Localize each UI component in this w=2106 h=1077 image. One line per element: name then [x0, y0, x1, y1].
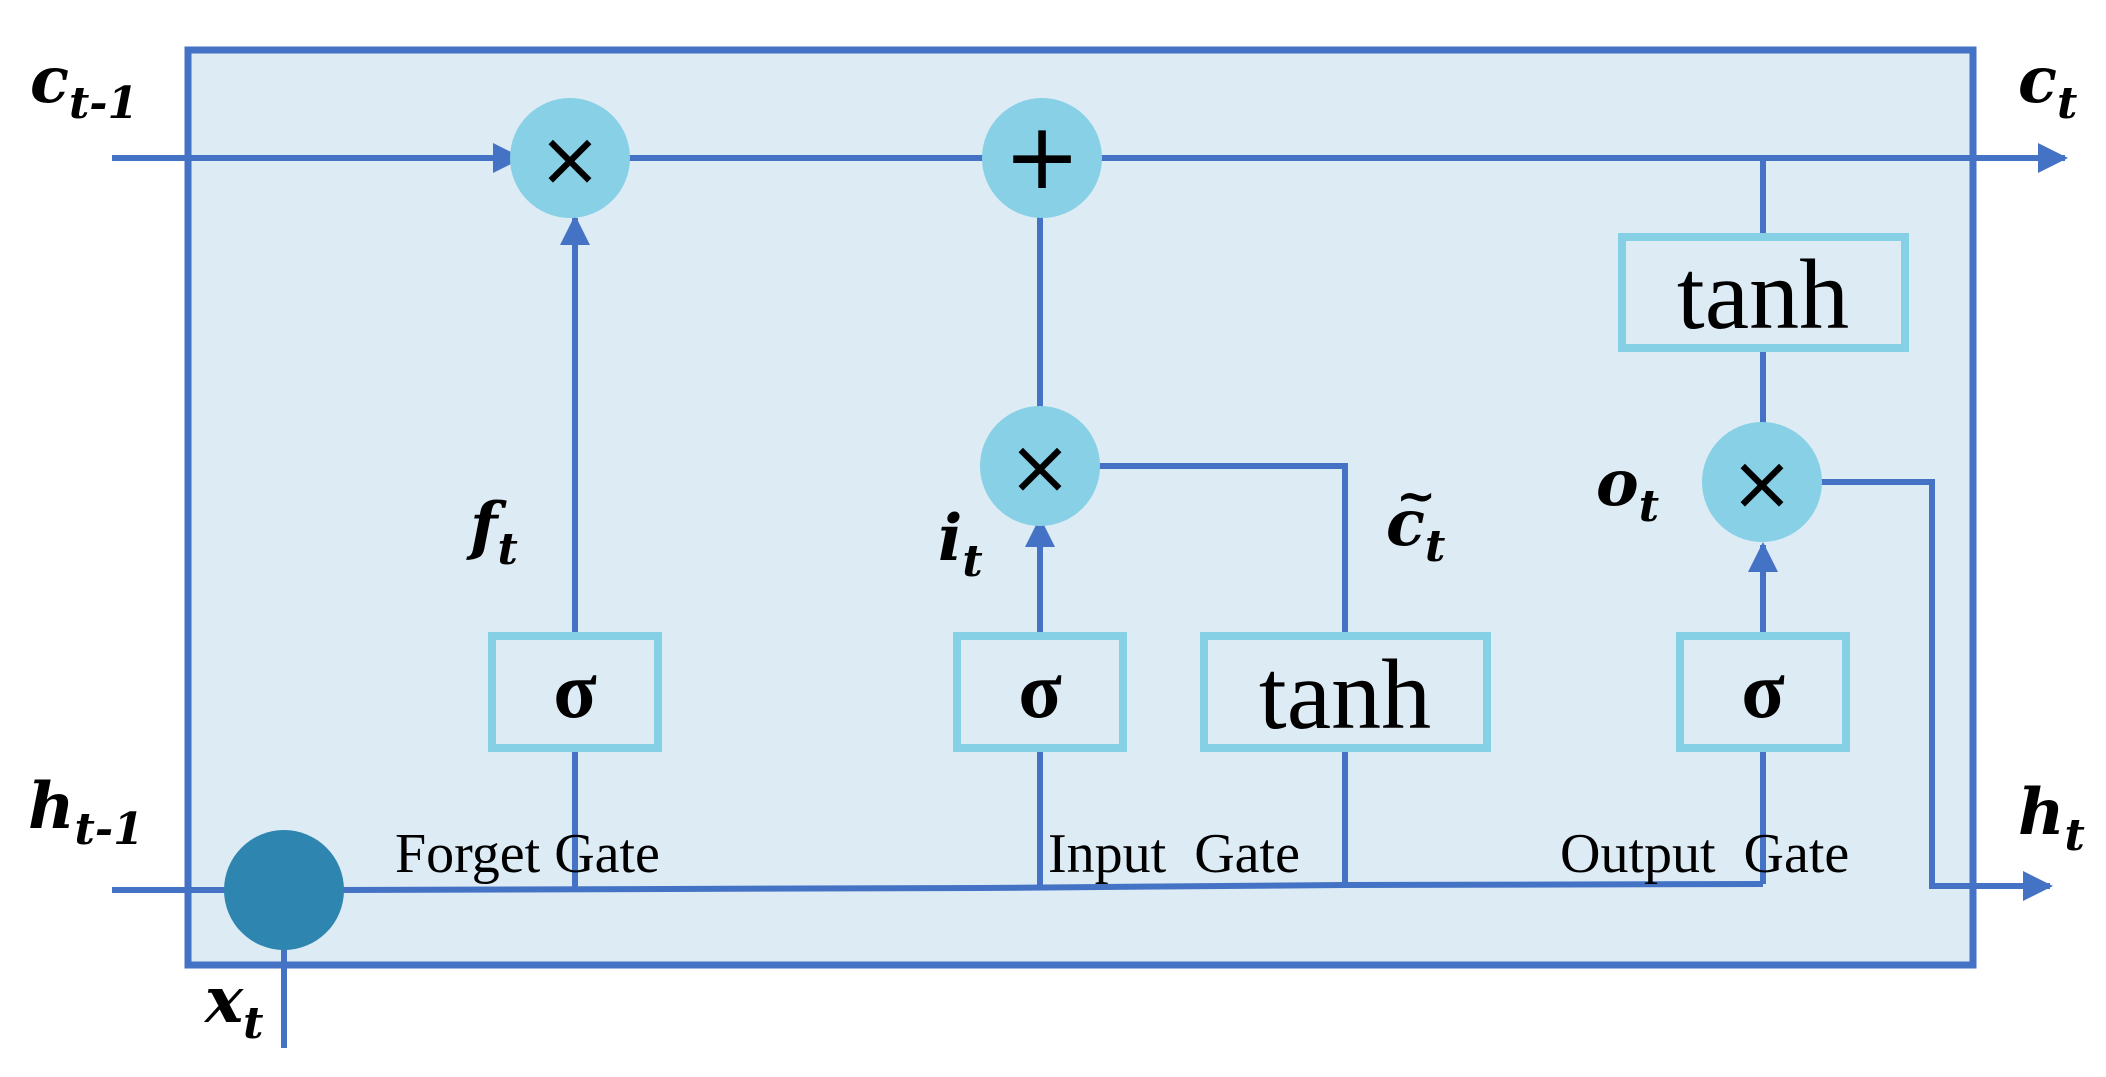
cell-tanh-box: [1618, 233, 1909, 352]
c-tilde-mark: ~: [1396, 468, 1436, 524]
gate-bus-line: [337, 881, 1764, 893]
output-multiply-node: [1702, 422, 1822, 542]
candidate-tanh-label: tanh: [1259, 639, 1431, 750]
forget-sigma-label: σ: [553, 647, 597, 735]
candidate-line: [1098, 463, 1348, 636]
c-prev-label: ct-1: [30, 43, 138, 129]
hidden-out-line: [1820, 479, 2053, 901]
f-gate-label: ft: [466, 489, 518, 575]
forget-gate-name: Forget Gate: [395, 823, 660, 885]
c-next-label: ct: [2018, 43, 2077, 129]
h-prev-label: ht-1: [28, 769, 144, 855]
i-gate-label: it: [938, 501, 983, 587]
o-gate-label: ot: [1596, 446, 1659, 532]
cell-tanh-label: tanh: [1677, 239, 1849, 350]
input-gate-name: Input Gate: [1048, 823, 1300, 885]
h-next-label: ht: [2018, 775, 2085, 861]
forget-sigma-box: [488, 632, 662, 752]
c-tilde-label: ct: [1386, 486, 1445, 572]
input-sigma-box: [953, 632, 1127, 752]
input-multiply-symbol: ×: [1008, 422, 1072, 511]
candidate-tanh-box: [1200, 632, 1491, 752]
output-gate-name: Output Gate: [1560, 823, 1849, 885]
output-sigma-label: σ: [1741, 647, 1785, 735]
input-multiply-node: [980, 406, 1100, 526]
forget-multiply-node: [510, 98, 630, 218]
output-multiply-symbol: ×: [1730, 438, 1794, 527]
output-sigma-box: [1676, 632, 1850, 752]
forget-multiply-symbol: ×: [538, 114, 602, 203]
x-input-label: xt: [203, 963, 263, 1049]
cell-add-symbol: +: [1003, 103, 1080, 210]
input-sigma-label: σ: [1018, 647, 1062, 735]
input-node: [224, 830, 344, 950]
cell-add-node: [982, 98, 1102, 218]
